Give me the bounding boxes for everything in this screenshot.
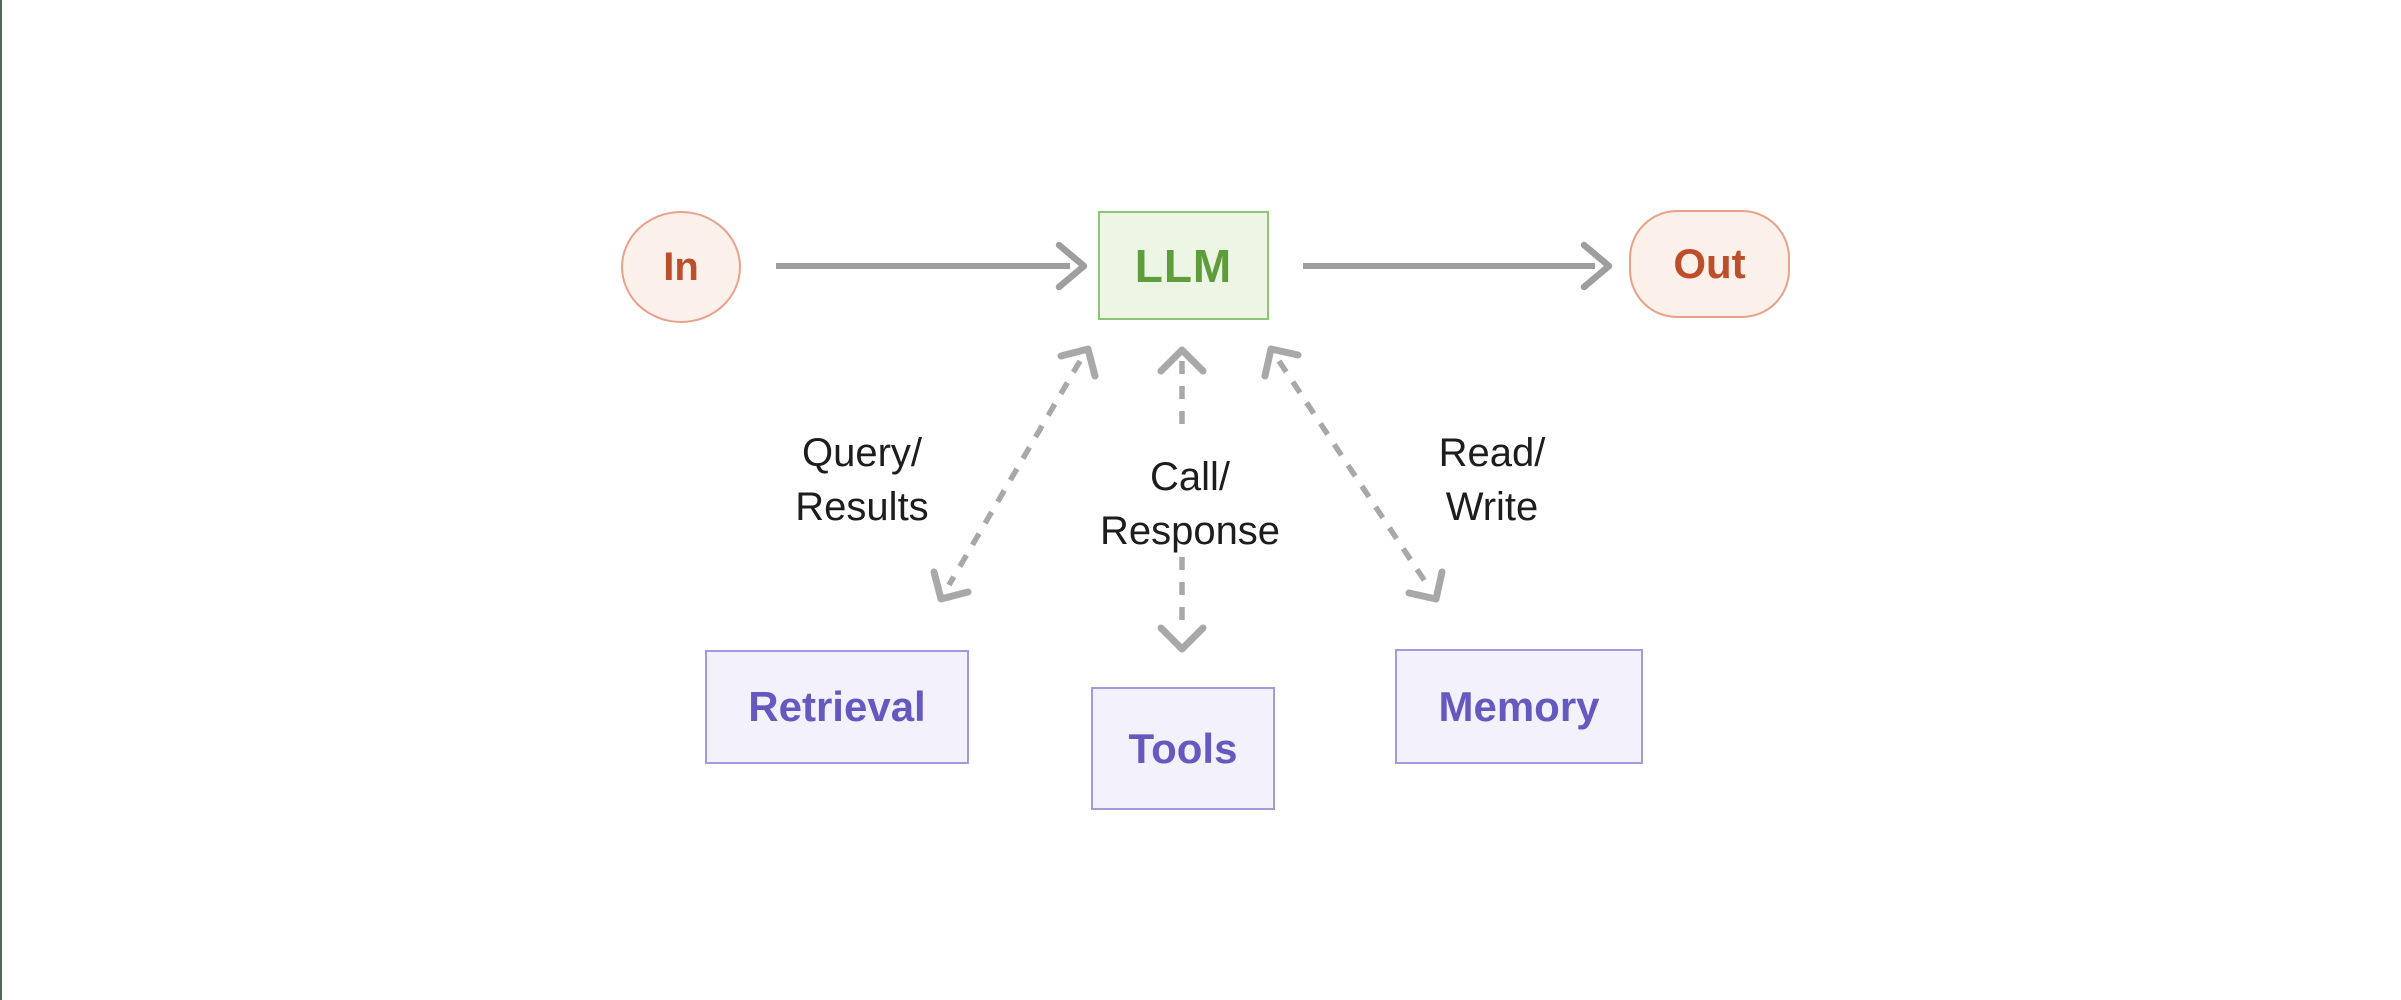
dashed-arrow-llm-memory-bottom-head-icon xyxy=(1405,568,1446,603)
dashed-arrow-llm-memory xyxy=(1261,345,1446,603)
node-in-label: In xyxy=(663,244,699,289)
dashed-arrow-llm-memory-shaft xyxy=(1276,359,1431,588)
dashed-arrow-llm-memory-top-head-icon xyxy=(1261,345,1302,380)
node-retrieval-label: Retrieval xyxy=(748,683,926,730)
node-retrieval: Retrieval xyxy=(705,650,969,764)
left-edge-accent-line xyxy=(0,0,2,1000)
arrow-in-to-llm-head-icon xyxy=(1055,241,1088,291)
edge-label-call-response-line1: Call/ xyxy=(1149,455,1231,499)
node-in: In xyxy=(621,211,741,323)
dashed-arrow-llm-retrieval-bottom-head-icon xyxy=(930,568,972,603)
edge-label-query-results-line1: Query/ xyxy=(801,431,923,475)
node-out: Out xyxy=(1629,210,1790,318)
edge-label-call-response: Call/ Response xyxy=(1030,450,1350,558)
node-tools-label: Tools xyxy=(1128,724,1238,772)
dashed-arrow-llm-retrieval-top-head-icon xyxy=(1057,345,1099,380)
node-llm: LLM xyxy=(1098,211,1269,320)
dashed-arrow-llm-tools xyxy=(1157,346,1207,653)
arrow-llm-to-out xyxy=(1303,241,1613,291)
edge-label-read-write-line2: Write xyxy=(1445,485,1539,529)
edge-label-read-write-line1: Read/ xyxy=(1438,431,1546,475)
dashed-arrow-llm-retrieval-shaft xyxy=(946,359,1083,587)
dashed-arrow-llm-tools-bottom-head-icon xyxy=(1157,624,1207,653)
node-memory: Memory xyxy=(1395,649,1643,764)
edge-label-call-response-line2: Response xyxy=(1099,509,1281,553)
node-out-label: Out xyxy=(1673,240,1746,287)
edge-label-query-results: Query/ Results xyxy=(702,426,1022,534)
edge-label-query-results-line2: Results xyxy=(795,485,929,529)
arrow-in-to-llm xyxy=(776,241,1088,291)
arrow-llm-to-out-head-icon xyxy=(1580,241,1613,291)
node-tools: Tools xyxy=(1091,687,1275,810)
node-memory-label: Memory xyxy=(1438,682,1600,730)
edge-label-read-write: Read/ Write xyxy=(1332,426,1652,534)
dashed-arrow-llm-retrieval xyxy=(930,345,1099,603)
dashed-arrow-llm-tools-top-head-icon xyxy=(1157,346,1207,375)
node-llm-label: LLM xyxy=(1134,239,1233,292)
